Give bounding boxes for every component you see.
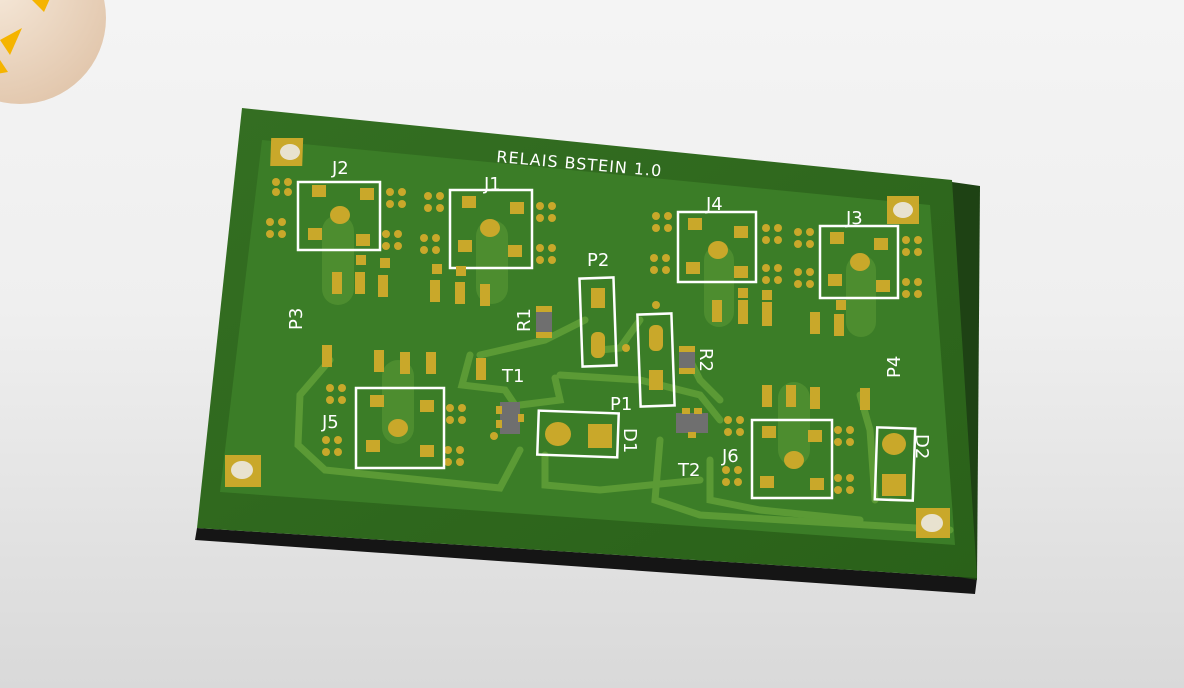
mounting-hole xyxy=(270,138,304,166)
relay-footprint-j1 xyxy=(430,188,534,306)
mounting-hole xyxy=(916,508,950,538)
connector-p1-footprint xyxy=(636,312,676,408)
label-p4: P4 xyxy=(884,356,905,378)
mounting-hole xyxy=(225,455,261,487)
label-t1: T1 xyxy=(501,366,524,387)
label-p2: P2 xyxy=(587,250,609,271)
relay-footprint-j5 xyxy=(322,345,446,470)
resistor-r2-body xyxy=(679,346,695,374)
connector-p2-footprint xyxy=(578,276,618,368)
label-j6: J6 xyxy=(721,446,739,467)
label-p3: P3 xyxy=(286,308,307,330)
arrow-icon xyxy=(0,0,50,74)
relay-footprint-j3 xyxy=(810,224,900,337)
relay-footprint-j4 xyxy=(676,210,772,327)
label-r1: R1 xyxy=(514,308,535,332)
label-j3: J3 xyxy=(845,208,863,229)
label-d2: D2 xyxy=(911,434,932,459)
diode-d2-footprint xyxy=(873,426,917,502)
via-clusters xyxy=(266,178,922,494)
label-r2: R2 xyxy=(695,348,716,372)
board-edge xyxy=(195,528,977,594)
label-t2: T2 xyxy=(677,460,700,481)
pcb-board[interactable] xyxy=(195,108,980,594)
mounting-hole xyxy=(887,196,919,224)
relay-footprint-j2 xyxy=(296,180,390,305)
relay-footprint-j6 xyxy=(750,382,870,500)
diode-d1-footprint xyxy=(535,409,621,459)
label-j2: J2 xyxy=(331,158,349,179)
copper-traces xyxy=(294,316,954,534)
board-inner-area xyxy=(220,140,955,545)
label-j1: J1 xyxy=(483,174,501,195)
label-p1: P1 xyxy=(610,394,632,415)
label-j4: J4 xyxy=(705,194,723,215)
transistor-t1-body xyxy=(476,358,524,434)
label-d1: D1 xyxy=(619,428,640,453)
view-trackball-widget[interactable] xyxy=(0,0,106,104)
transistor-t2-body xyxy=(676,408,708,438)
label-j5: J5 xyxy=(321,412,339,433)
resistor-r1-body xyxy=(536,306,552,338)
